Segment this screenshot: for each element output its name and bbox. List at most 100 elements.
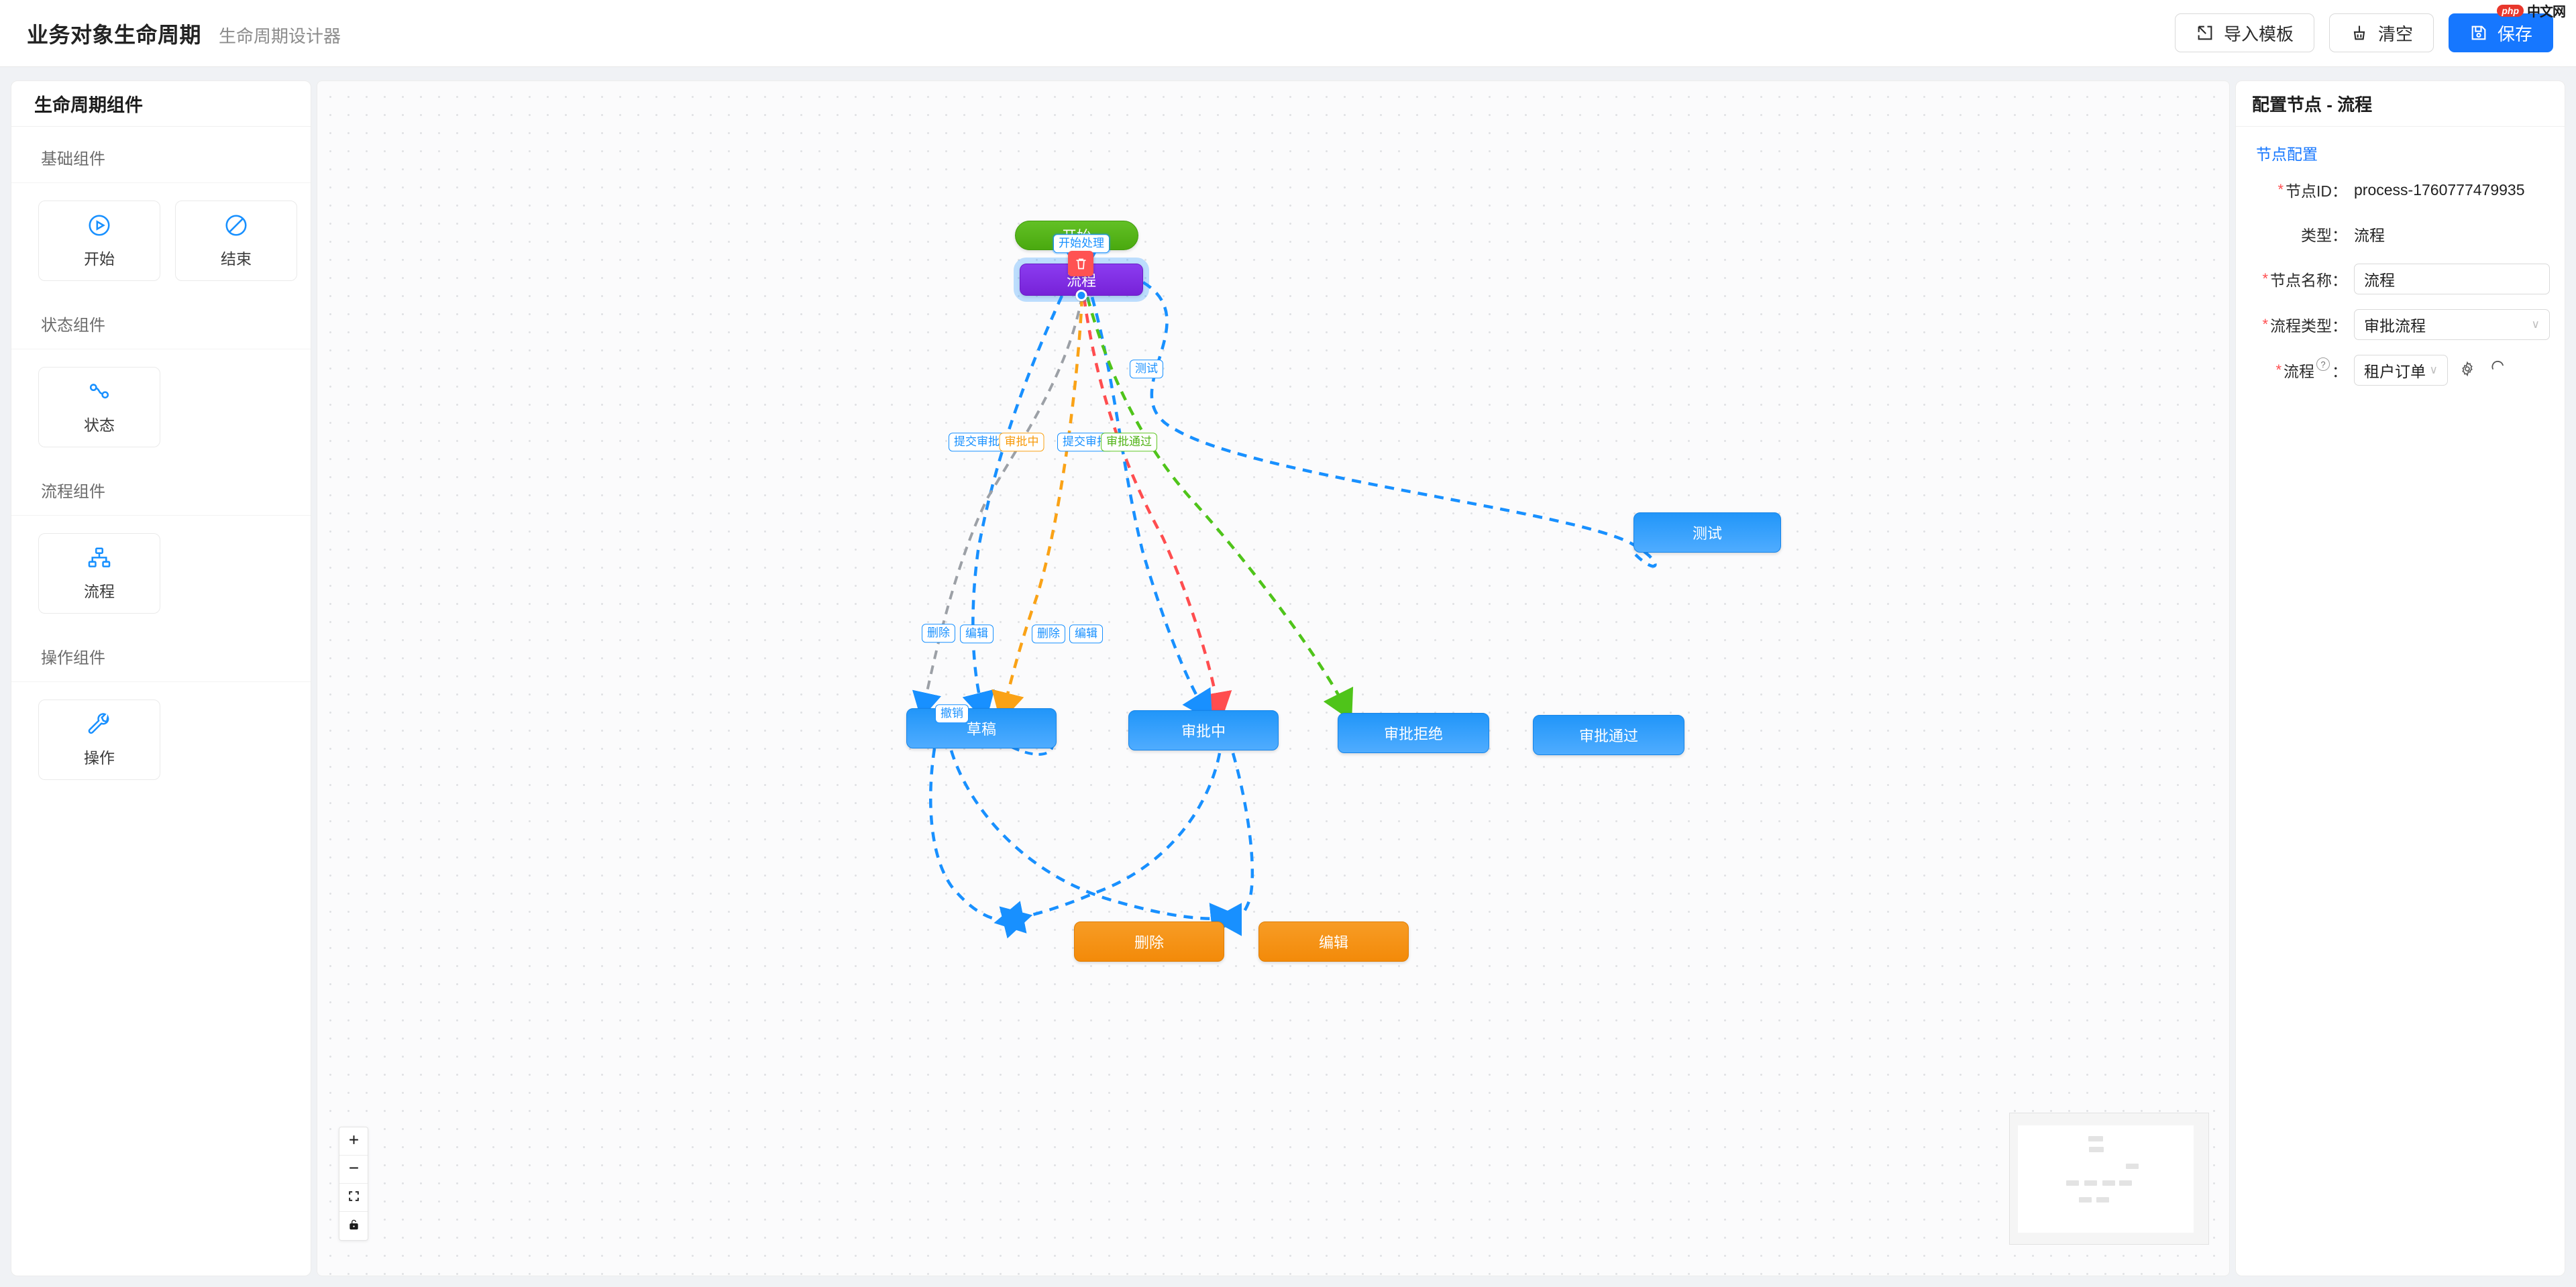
field-node-id: * 节点ID： process-1760777479935 <box>2236 175 2565 205</box>
edge-label-delete-2[interactable]: 删除 <box>1032 624 1065 643</box>
sitemap-icon <box>87 545 112 571</box>
edge-delete-button[interactable] <box>1068 251 1093 276</box>
palette-title: 生命周期组件 <box>11 81 311 127</box>
config-panel-title: 配置节点 - 流程 <box>2236 81 2565 127</box>
palette-group-label-action: 操作组件 <box>11 626 311 682</box>
clear-button[interactable]: 清空 <box>2328 13 2434 52</box>
component-palette-panel: 生命周期组件 基础组件 开始 结束 状态组件 <box>11 80 311 1276</box>
edge-label-submit-review-1[interactable]: 提交审批 <box>949 433 1005 451</box>
flow-nodes-layer: 开始 流程 测试 草稿 审批中 审批拒绝 审批通过 删除 编辑 <box>317 81 2229 1276</box>
minimap-node <box>2089 1147 2104 1152</box>
edge-label-edit-2[interactable]: 编辑 <box>1069 624 1103 643</box>
palette-group-label-basic: 基础组件 <box>11 127 311 183</box>
minimap-node <box>2119 1180 2132 1186</box>
edge-label-reviewing[interactable]: 审批中 <box>999 433 1044 451</box>
save-icon <box>2469 23 2488 42</box>
help-icon[interactable]: ? <box>2316 357 2330 371</box>
save-button[interactable]: 保存 <box>2448 13 2553 52</box>
edge-label-test[interactable]: 测试 <box>1130 359 1163 378</box>
zoom-in-button[interactable] <box>339 1127 368 1156</box>
canvas-controls <box>339 1127 368 1241</box>
palette-item-start-label: 开始 <box>84 250 115 268</box>
field-process-type-label: * 流程类型： <box>2262 316 2347 335</box>
field-process-type: * 流程类型： 审批流程 ∨ <box>2236 309 2565 340</box>
flow-node-delete[interactable]: 删除 <box>1074 921 1224 962</box>
minimap-node <box>2079 1197 2092 1202</box>
required-star-icon: * <box>2262 316 2268 333</box>
chevron-down-icon: ∨ <box>2531 318 2540 331</box>
minimap[interactable] <box>2009 1113 2209 1245</box>
process-refresh-button[interactable] <box>2487 359 2510 382</box>
flow-node-edit[interactable]: 编辑 <box>1258 921 1409 962</box>
refresh-icon <box>2490 360 2506 380</box>
toolbar-actions: 导入模板 清空 保存 <box>2174 13 2553 52</box>
plus-icon <box>347 1133 360 1150</box>
palette-item-state-label: 状态 <box>84 416 115 434</box>
palette-item-end-label: 结束 <box>221 250 252 268</box>
minus-icon <box>347 1162 360 1178</box>
field-process-label: * 流程 ? ： <box>2236 357 2354 382</box>
page-subtitle: 生命周期设计器 <box>219 25 341 46</box>
page-title: 业务对象生命周期 <box>27 22 202 47</box>
minimap-node <box>2066 1180 2079 1186</box>
flow-node-delete-label: 删除 <box>1134 934 1164 951</box>
palette-item-action[interactable]: 操作 <box>38 700 160 780</box>
field-node-type: 类型： 流程 <box>2236 219 2565 249</box>
palette-item-action-label: 操作 <box>84 749 115 767</box>
required-star-icon: * <box>2262 270 2268 287</box>
flow-node-approved[interactable]: 审批通过 <box>1533 715 1684 755</box>
process-settings-button[interactable] <box>2456 359 2479 382</box>
edge-label-approved[interactable]: 审批通过 <box>1101 433 1157 451</box>
palette-item-end[interactable]: 结束 <box>175 201 297 281</box>
process-selected-value: 租户订单 <box>2364 363 2426 380</box>
field-node-type-label: 类型： <box>2301 227 2347 244</box>
fit-view-button[interactable] <box>339 1184 368 1212</box>
flow-node-edit-label: 编辑 <box>1318 934 1348 951</box>
chevron-down-icon: ∨ <box>2429 363 2438 376</box>
zoom-out-button[interactable] <box>339 1156 368 1184</box>
flow-canvas[interactable]: 开始 流程 测试 草稿 审批中 审批拒绝 审批通过 删除 编辑 <box>317 80 2230 1276</box>
palette-row-process: 流程 <box>11 516 311 626</box>
field-node-name: * 节点名称： 流程 <box>2236 264 2565 294</box>
node-name-input[interactable]: 流程 <box>2354 264 2550 294</box>
import-template-button[interactable]: 导入模板 <box>2174 13 2314 52</box>
flow-node-draft[interactable]: 草稿 <box>906 708 1057 748</box>
process-select[interactable]: 租户订单 ∨ <box>2354 355 2448 386</box>
field-node-id-label: * 节点ID： <box>2277 181 2347 201</box>
import-template-label: 导入模板 <box>2223 23 2294 44</box>
palette-group-label-state: 状态组件 <box>11 293 311 349</box>
palette-item-process[interactable]: 流程 <box>38 533 160 614</box>
field-node-type-value: 流程 <box>2354 227 2385 244</box>
palette-row-state: 状态 <box>11 349 311 459</box>
process-type-selected-value: 审批流程 <box>2364 317 2426 335</box>
clear-label: 清空 <box>2377 23 2413 44</box>
palette-item-start[interactable]: 开始 <box>38 201 160 281</box>
lock-toggle-button[interactable] <box>339 1212 368 1240</box>
flow-node-reviewing[interactable]: 审批中 <box>1128 710 1279 750</box>
palette-item-state[interactable]: 状态 <box>38 367 160 447</box>
field-node-id-value: process-1760777479935 <box>2354 180 2525 199</box>
minimap-node <box>2126 1164 2139 1169</box>
flow-node-rejected[interactable]: 审批拒绝 <box>1338 713 1489 753</box>
node-port-bottom[interactable] <box>1075 290 1087 301</box>
tab-node-config[interactable]: 节点配置 <box>2256 146 2318 163</box>
edge-label-delete-1[interactable]: 删除 <box>922 624 955 642</box>
palette-group-label-process: 流程组件 <box>11 459 311 516</box>
minimap-node <box>2102 1180 2115 1186</box>
required-star-icon: * <box>2275 361 2282 378</box>
edge-label-start-process[interactable]: 开始处理 <box>1053 234 1110 253</box>
field-process: * 流程 ? ： 租户订单 ∨ <box>2236 355 2565 386</box>
edge-label-edit-1[interactable]: 编辑 <box>960 624 994 643</box>
flow-node-draft-label: 草稿 <box>966 721 996 738</box>
wrench-icon <box>87 712 112 737</box>
flow-node-test[interactable]: 测试 <box>1633 512 1781 553</box>
minimap-viewport <box>2018 1125 2194 1233</box>
broom-icon <box>2350 23 2369 42</box>
node-config-panel: 配置节点 - 流程 节点配置 * 节点ID： process-176077747… <box>2235 80 2565 1276</box>
gear-icon <box>2459 361 2475 380</box>
process-type-select[interactable]: 审批流程 ∨ <box>2354 309 2550 340</box>
palette-row-basic: 开始 结束 <box>11 183 311 293</box>
state-node-icon <box>87 379 112 404</box>
flow-node-test-label: 测试 <box>1692 525 1722 542</box>
edge-label-revoke[interactable]: 撤销 <box>935 704 969 723</box>
